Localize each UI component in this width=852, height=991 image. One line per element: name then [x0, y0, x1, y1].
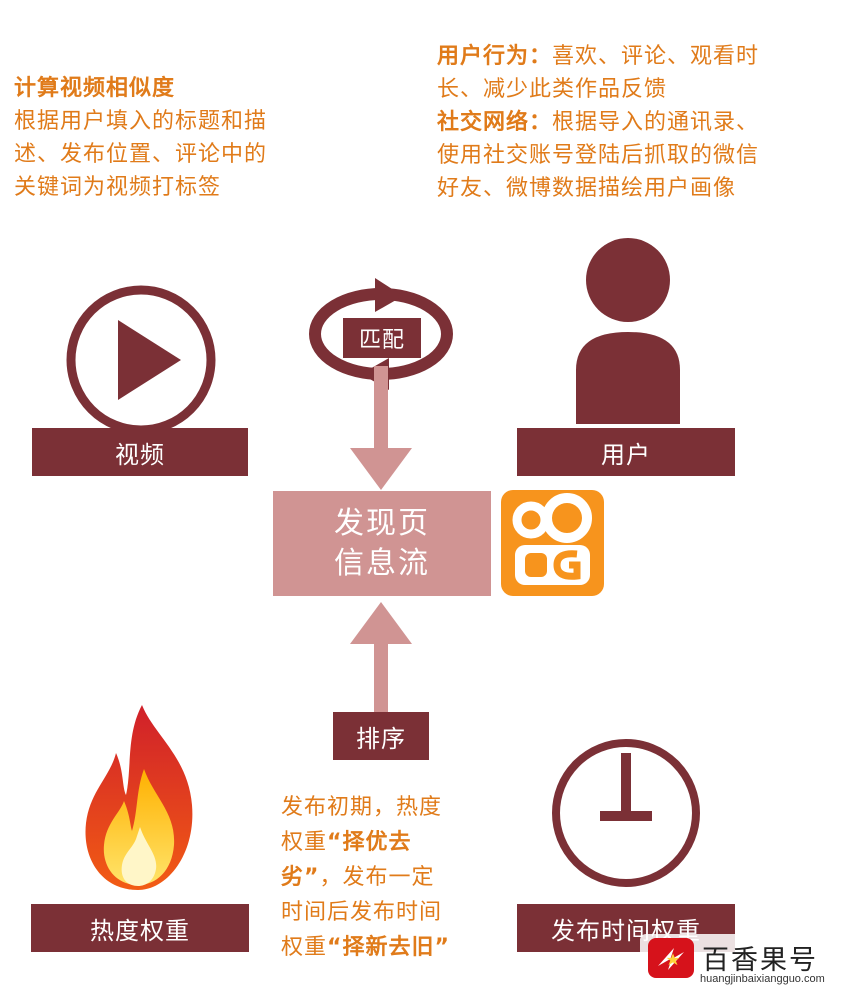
watermark: 百香果号 huangjinbaixiangguo.com — [640, 930, 850, 990]
video-label-text: 视频 — [115, 440, 165, 469]
video-similarity-line: 根据用户填入的标题和描 — [14, 109, 268, 134]
watermark-logo-icon — [648, 938, 694, 978]
flame-icon — [85, 705, 193, 890]
social-line: 使用社交账号登陆后抓取的微信 — [437, 143, 760, 168]
ranking-rule-line: 权重“择优去 — [281, 830, 412, 855]
heat-weight-label-text: 热度权重 — [90, 916, 190, 945]
video-similarity-line: 述、发布位置、评论中的 — [14, 142, 268, 167]
discover-feed-line: 发现页 — [334, 505, 430, 541]
video-similarity-line: 关键词为视频打标签 — [14, 175, 222, 200]
user-label: 用户 — [517, 428, 735, 476]
video-label: 视频 — [32, 428, 248, 476]
social-line: 社交网络：根据导入的通讯录、 — [437, 110, 760, 135]
behavior-line: 长、减少此类作品反馈 — [437, 77, 668, 102]
sort-label: 排序 — [333, 712, 429, 760]
discover-feed-box: 发现页 信息流 — [273, 491, 491, 596]
play-icon — [66, 285, 216, 435]
watermark-url: huangjinbaixiangguo.com — [700, 973, 825, 985]
heat-weight-label: 热度权重 — [31, 904, 249, 952]
user-profile-text: 用户行为：喜欢、评论、观看时 长、减少此类作品反馈 社交网络：根据导入的通讯录、… — [437, 40, 847, 205]
up-arrow-icon — [350, 602, 412, 714]
ranking-rule-text: 发布初期，热度 权重“择优去 劣”，发布一定 时间后发布时间 权重“择新去旧” — [281, 790, 491, 965]
user-icon — [576, 238, 680, 424]
ranking-rule-line: 发布初期，热度 — [281, 795, 443, 820]
discover-feed-line: 信息流 — [334, 545, 430, 581]
social-line: 好友、微博数据描绘用户画像 — [437, 176, 737, 201]
clock-icon — [552, 739, 700, 887]
ranking-rule-line: 时间后发布时间 — [281, 900, 443, 925]
ranking-rule-line: 劣”，发布一定 — [281, 865, 435, 890]
match-label-text: 匹配 — [358, 328, 405, 353]
kuaishou-logo-icon — [501, 490, 604, 596]
ranking-rule-line: 权重“择新去旧” — [281, 935, 450, 960]
watermark-brand: 百香果号 — [702, 945, 818, 976]
video-similarity-title: 计算视频相似度 — [14, 76, 176, 101]
sort-label-text: 排序 — [356, 724, 406, 753]
match-label: 匹配 — [343, 318, 421, 358]
down-arrow-icon — [350, 366, 412, 490]
behavior-line: 用户行为：喜欢、评论、观看时 — [437, 44, 760, 69]
user-label-text: 用户 — [601, 440, 651, 469]
video-similarity-text: 计算视频相似度 根据用户填入的标题和描 述、发布位置、评论中的 关键词为视频打标… — [14, 72, 334, 204]
